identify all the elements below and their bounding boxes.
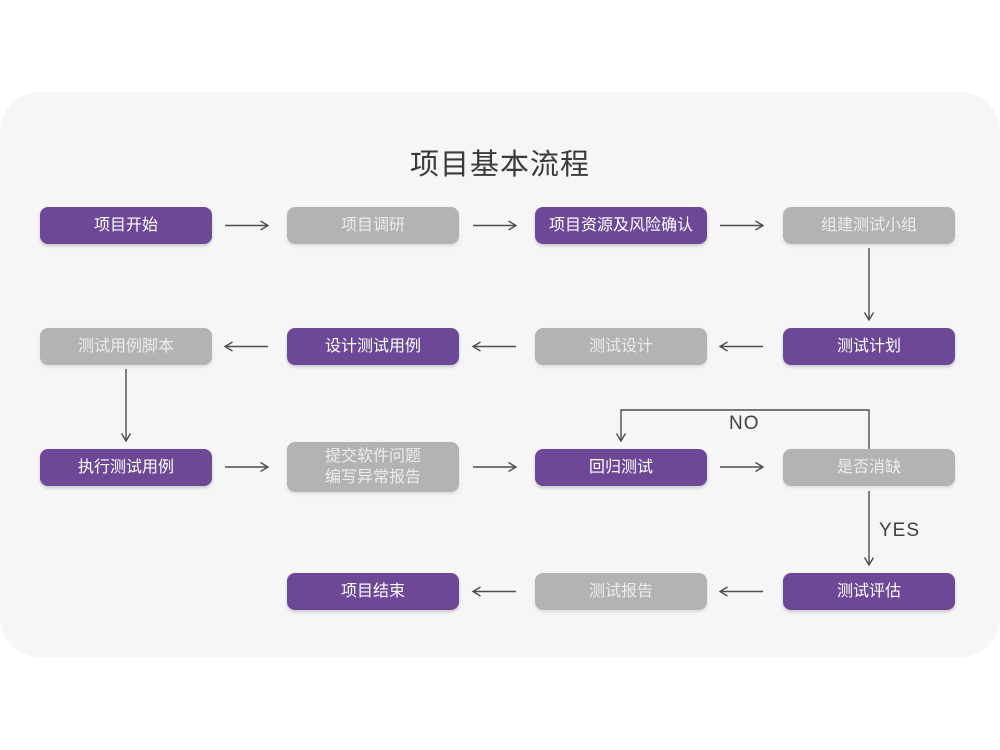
node-project-start: 项目开始 [40, 207, 212, 244]
page-title: 项目基本流程 [409, 149, 590, 181]
node-test-report: 测试报告 [535, 573, 707, 610]
node-test-design: 测试设计 [535, 328, 707, 365]
node-project-research: 项目调研 [287, 207, 459, 244]
node-design-test-cases: 设计测试用例 [287, 328, 459, 365]
node-build-test-team: 组建测试小组 [783, 207, 955, 244]
edge-label-no: NO [729, 413, 760, 434]
node-test-evaluation: 测试评估 [783, 573, 955, 610]
node-submit-issues-report: 提交软件问题 编写异常报告 [287, 442, 459, 492]
node-resources-risk: 项目资源及风险确认 [535, 207, 707, 244]
node-defect-resolved: 是否消缺 [783, 449, 955, 486]
flowchart-card [0, 92, 1000, 657]
node-test-plan: 测试计划 [783, 328, 955, 365]
node-regression-test: 回归测试 [535, 449, 707, 486]
node-test-case-scripts: 测试用例脚本 [40, 328, 212, 365]
node-execute-test-cases: 执行测试用例 [40, 449, 212, 486]
node-project-end: 项目结束 [287, 573, 459, 610]
edge-label-yes: YES [879, 520, 921, 541]
